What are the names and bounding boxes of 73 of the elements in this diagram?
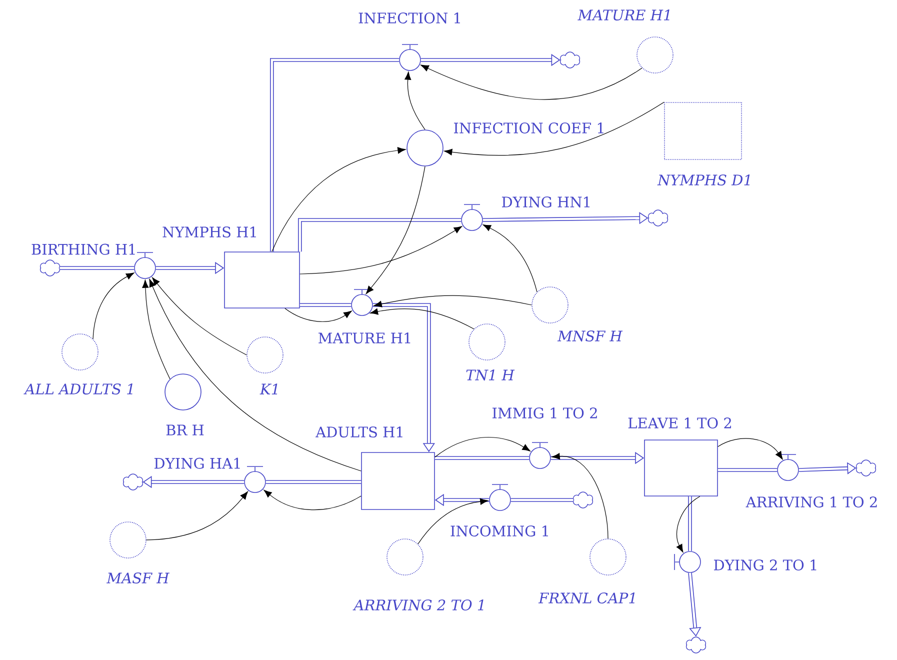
- link-arrow: [366, 166, 426, 294]
- link-arrow: [284, 308, 352, 322]
- flow-pipe: [270, 58, 400, 252]
- link-arrow: [482, 224, 538, 292]
- stock-box: LEAVE 1 TO 2: [628, 418, 731, 496]
- link-arrow: [264, 490, 362, 510]
- link-arrow: [374, 295, 532, 308]
- node-label: MNSF H: [557, 330, 623, 342]
- flow-pipe: [510, 498, 574, 502]
- node-label: INCOMING 1: [450, 525, 548, 536]
- link-arrow: [146, 491, 248, 540]
- cloud-symbol: [856, 460, 876, 476]
- node-label: INFECTION COEF 1: [454, 122, 604, 134]
- flow-pipe: [298, 218, 462, 252]
- flow-valve: DYING 2 TO 1: [674, 551, 816, 573]
- link-arrow: [418, 498, 488, 544]
- link-arrow: [552, 453, 608, 539]
- link-arrow: [92, 272, 134, 340]
- node-label: DYING HA1: [154, 458, 240, 469]
- flow-valve: INFECTION 1: [358, 12, 460, 71]
- node-label: BIRTHING H1: [32, 244, 135, 255]
- flow-valve: INCOMING 1: [450, 484, 548, 536]
- flow-pipe: [688, 496, 692, 552]
- link-arrow: [152, 277, 247, 356]
- flow-valve: IMMIG 1 TO 2: [492, 408, 597, 469]
- link-arrow: [676, 496, 700, 552]
- cloud-symbol: [648, 210, 668, 226]
- flow-valve: BIRTHING H1: [32, 244, 156, 279]
- stock-box: ADULTS H1: [316, 426, 435, 510]
- flow-pipe: [266, 480, 362, 484]
- node-label: INFECTION 1: [358, 12, 460, 24]
- link-arrow: [404, 72, 426, 130]
- flow-pipe: [434, 456, 530, 460]
- node-label: IMMIG 1 TO 2: [492, 407, 597, 418]
- flow-valve: DYING HA1: [154, 458, 266, 493]
- cloud-symbol: [572, 492, 594, 508]
- link-arrow: [718, 438, 783, 460]
- flow-valve: DYING HN1: [461, 196, 590, 231]
- flow-valve: ARRIVING 1 TO 2: [746, 454, 877, 508]
- node-label: NYMPHS D1: [657, 174, 750, 186]
- cloud-symbol: [40, 260, 60, 276]
- node-label: MASF H: [106, 572, 170, 584]
- link-arrow: [370, 308, 474, 330]
- link-arrow: [420, 64, 642, 100]
- flow-pipe: [300, 303, 352, 307]
- link-arrow: [149, 278, 362, 472]
- node-label: NYMPHS H1: [162, 226, 256, 238]
- node-label: K1: [260, 384, 278, 394]
- node-label: ARRIVING 2 TO 1: [352, 599, 484, 610]
- cloud-symbol: [560, 52, 580, 68]
- link-arrow: [142, 280, 170, 380]
- node-label: FRXNL CAP1: [538, 592, 635, 604]
- stock-box: NYMPHS H1: [162, 226, 300, 308]
- node-label: BR H: [166, 424, 204, 436]
- cloud-symbol: [122, 474, 144, 490]
- node-label: ALL ADULTS 1: [24, 383, 132, 394]
- flow-valve: MATURE H1: [318, 289, 410, 344]
- node-label: DYING 2 TO 1: [714, 559, 816, 570]
- cloud-symbol: [686, 636, 706, 654]
- link-arrow: [434, 436, 530, 458]
- node-label: TN1 H: [466, 369, 515, 380]
- node-label: LEAVE 1 TO 2: [628, 417, 731, 428]
- node-label: MATURE H1: [578, 9, 670, 20]
- node-label: DYING HN1: [502, 196, 590, 208]
- node-label: MATURE H1: [318, 332, 410, 344]
- link-arrow: [444, 102, 664, 156]
- node-label: ARRIVING 1 TO 2: [746, 496, 877, 508]
- flow-pipe: [60, 266, 134, 270]
- flow-pipe: [718, 468, 778, 472]
- link-arrow: [300, 226, 462, 274]
- link-arrow: [272, 147, 406, 252]
- node-label: ADULTS H1: [316, 426, 402, 438]
- dotted-box: NYMPHS D1: [657, 102, 750, 186]
